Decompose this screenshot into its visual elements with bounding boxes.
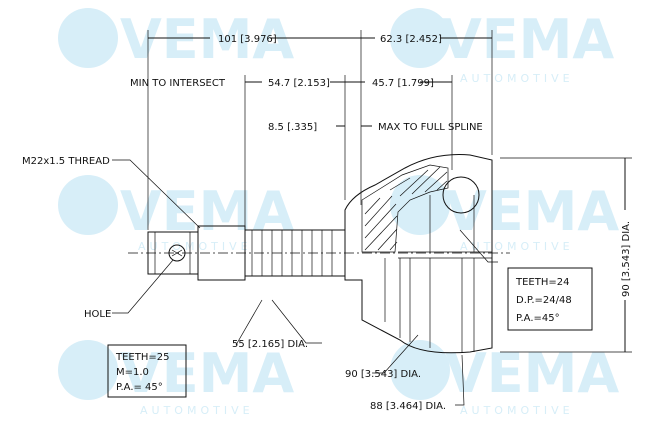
- shaft-dia-leader: [271, 299, 322, 344]
- spec-box-inner: TEETH=24 D.P.=24/48 P.A.=45°: [507, 267, 593, 331]
- dim-overall-right: 62.3 [2.452]: [380, 34, 442, 45]
- dim-body-dia-1: 90 [3.543] DIA.: [345, 369, 421, 380]
- watermark-brand: VEMA: [440, 8, 614, 71]
- spec-inner-dp: D.P.=24/48: [516, 295, 572, 306]
- dimension-lines: [112, 30, 632, 406]
- dim-max-spline-label: MAX TO FULL SPLINE: [378, 122, 483, 133]
- dimension-labels: 101 [3.976] 62.3 [2.452] MIN TO INTERSEC…: [22, 34, 632, 412]
- watermark-sub: AUTOMOTIVE: [460, 240, 574, 253]
- watermark-sub: AUTOMOTIVE: [140, 404, 254, 417]
- spec-outer-teeth: TEETH=25: [115, 352, 169, 363]
- dim-max-spline-value: 8.5 [.335]: [268, 122, 317, 133]
- watermark-top-right: VEMA AUTOMOTIVE: [390, 8, 614, 85]
- watermark-mid-left: VEMA AUTOMOTIVE: [58, 175, 294, 253]
- dim-body-dia-2: 88 [3.464] DIA.: [370, 401, 446, 412]
- spec-outer-pa: P.A.= 45°: [116, 382, 163, 393]
- watermark-brand: VEMA: [120, 342, 294, 405]
- inner-spec-leader: [459, 229, 498, 263]
- section-hatch: [361, 164, 449, 253]
- dim-hole: HOLE: [84, 309, 111, 320]
- watermark-bottom-left: VEMA AUTOMOTIVE: [58, 340, 294, 417]
- dim-shaft-dia: 55 [2.165] DIA.: [232, 339, 308, 350]
- dim-thread: M22x1.5 THREAD: [22, 156, 110, 167]
- dim-min-intersect-label: MIN TO INTERSECT: [130, 78, 226, 89]
- watermark-mid-right: VEMA AUTOMOTIVE: [390, 175, 619, 253]
- dim-spline-right: 45.7 [1.799]: [372, 78, 434, 89]
- hole-leader: [112, 259, 174, 314]
- watermark-brand: VEMA: [445, 180, 619, 243]
- watermark-brand: VEMA: [445, 342, 619, 405]
- part-outline: [128, 154, 510, 354]
- body-dia-leader-1: [372, 334, 419, 374]
- body-dia-leader-2: [455, 354, 465, 406]
- watermark-bottom-right: VEMA AUTOMOTIVE: [390, 340, 619, 417]
- thread-leader: [112, 159, 201, 229]
- watermark-sub: AUTOMOTIVE: [460, 72, 574, 85]
- watermark-brand: VEMA: [120, 8, 294, 71]
- watermark-sub: AUTOMOTIVE: [460, 404, 574, 417]
- outer-spec-leader: [235, 299, 263, 346]
- watermark-top-left: VEMA: [58, 8, 294, 71]
- spec-outer-m: M=1.0: [116, 367, 149, 378]
- watermark-sub: AUTOMOTIVE: [138, 240, 252, 253]
- dim-overall-left: 101 [3.976]: [218, 34, 277, 45]
- dim-outer-dia-vertical: 90 [3.543] DIA.: [621, 221, 632, 297]
- watermark-brand: VEMA: [120, 180, 294, 243]
- bell-housing: [344, 154, 493, 354]
- spec-inner-pa: P.A.=45°: [516, 313, 560, 324]
- dim-min-intersect-value: 54.7 [2.153]: [268, 78, 330, 89]
- spec-inner-teeth: TEETH=24: [515, 277, 569, 288]
- spec-box-outer: TEETH=25 M=1.0 P.A.= 45°: [107, 344, 187, 398]
- ball-bearing: [442, 176, 480, 214]
